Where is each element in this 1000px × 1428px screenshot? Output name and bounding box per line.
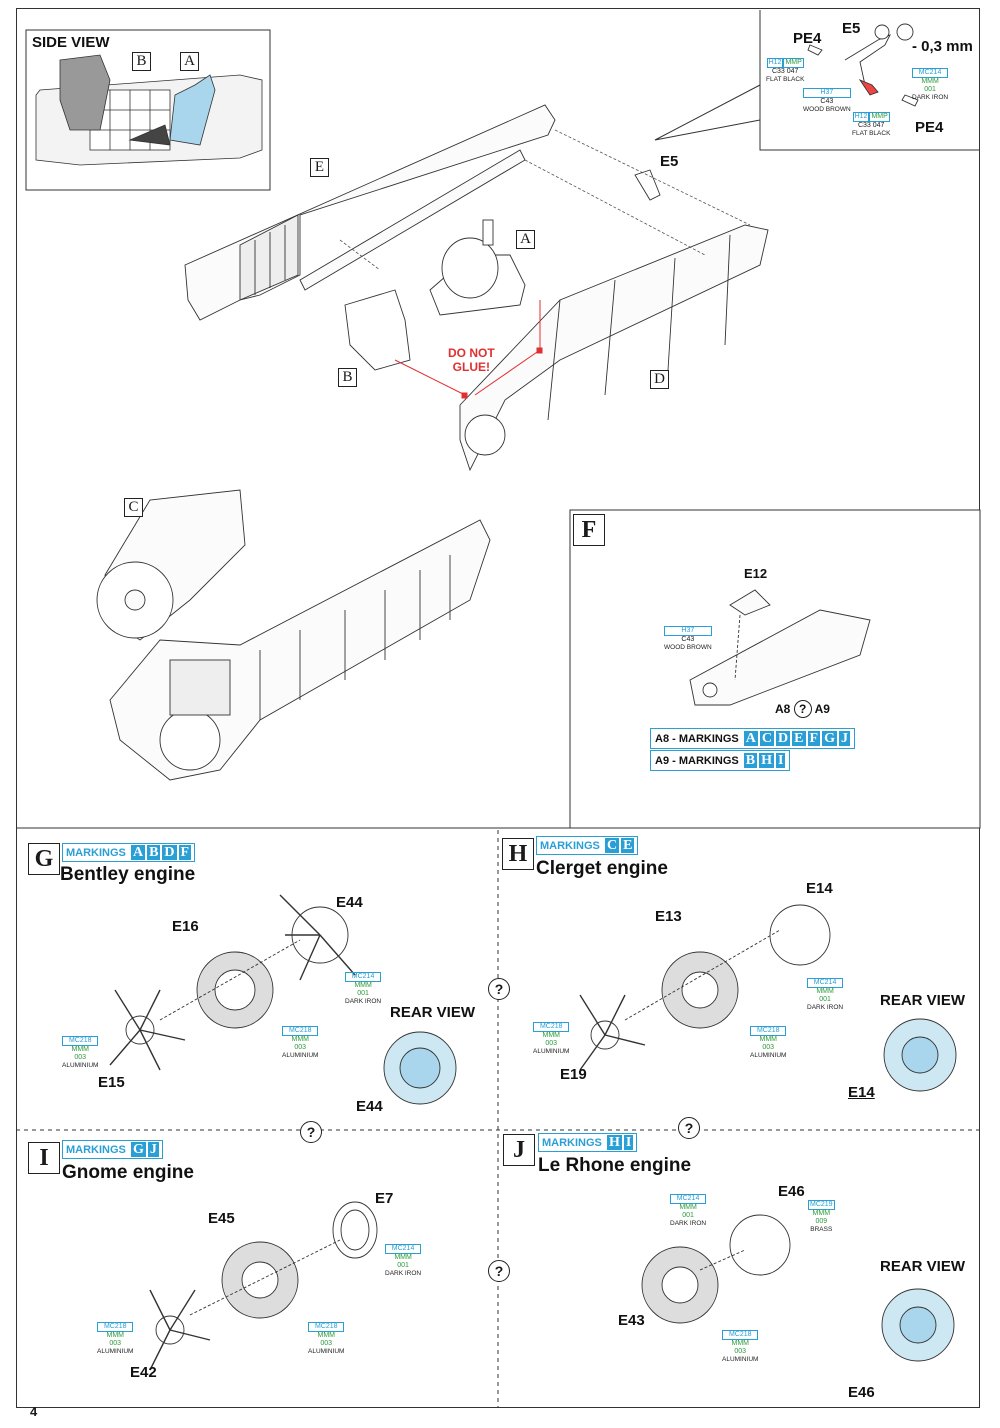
part-e7-label: E7 <box>375 1190 394 1207</box>
fuselage-label-d: D <box>650 370 669 389</box>
part-e45-label: E45 <box>208 1210 235 1227</box>
warning-line-1: DO NOT <box>448 346 495 360</box>
bentley-engine-drawing <box>109 894 457 1105</box>
part-e43-label: E43 <box>618 1312 645 1329</box>
instrument-panel-drawing <box>689 589 871 706</box>
fuselage-label-a: A <box>516 230 535 249</box>
detail-pe4-bottom: PE4 <box>915 119 944 136</box>
gnome-engine-title: Gnome engine <box>62 1162 194 1183</box>
page-number: 4 <box>30 1404 38 1419</box>
rear-part-e14-label: E14 <box>848 1084 875 1101</box>
detail-e5: E5 <box>842 20 861 37</box>
part-e14-label: E14 <box>806 880 833 897</box>
rear-part-e44-label: E44 <box>356 1098 383 1115</box>
question-mark-icon: ? <box>300 1121 322 1143</box>
detail-box <box>759 10 980 151</box>
choice-a8-a9: A8 ? A9 <box>775 700 830 718</box>
side-view-drawing <box>35 54 263 166</box>
rear-view-label-g: REAR VIEW <box>390 1004 476 1021</box>
section-c-label: C <box>124 498 143 517</box>
fuselage-label-e: E <box>310 158 329 177</box>
question-mark-icon: ? <box>488 1260 510 1282</box>
part-e16-label: E16 <box>172 918 199 935</box>
question-mark-icon: ? <box>488 978 510 1000</box>
detail-size: - 0,3 mm <box>912 38 973 55</box>
gnome-engine-drawing <box>149 1201 378 1371</box>
fuselage-label-b: B <box>338 368 357 387</box>
part-e13-label: E13 <box>655 908 682 925</box>
question-mark-icon: ? <box>678 1117 700 1139</box>
do-not-glue-lines <box>394 300 543 399</box>
section-h-label: H <box>502 838 534 870</box>
detail-pe4-top: PE4 <box>793 30 822 47</box>
clerget-engine-drawing <box>579 904 957 1092</box>
color-code-dark-iron: MC214 MMM 001 DARK IRON <box>912 68 949 101</box>
rear-view-label-h: REAR VIEW <box>880 992 966 1009</box>
clerget-engine-title: Clerget engine <box>536 858 668 879</box>
side-view-title: SIDE VIEW <box>32 34 110 51</box>
rear-part-e46-label: E46 <box>848 1384 875 1401</box>
section-j-label: J <box>503 1134 535 1166</box>
part-e44-label: E44 <box>336 894 363 911</box>
section-i-label: I <box>28 1142 60 1174</box>
question-mark-icon: ? <box>793 700 812 718</box>
part-e42-label: E42 <box>130 1364 157 1381</box>
assembly-guides <box>339 129 751 271</box>
color-code-wood-brown-f: H37 C43 WOOD BROWN <box>664 626 712 651</box>
side-view-label-b: B <box>132 52 151 71</box>
warning-line-2: GLUE! <box>452 360 490 374</box>
rear-view-label-j: REAR VIEW <box>880 1258 966 1275</box>
side-view-label-a: A <box>180 52 199 71</box>
fuselage-upper-drawing <box>184 104 769 472</box>
control-column-detail <box>807 23 919 107</box>
part-e19-label: E19 <box>560 1066 587 1083</box>
detail-pointer <box>654 84 761 141</box>
part-e12-label: E12 <box>744 566 768 581</box>
section-f-label: F <box>573 514 605 546</box>
le-rhone-engine-title: Le Rhone engine <box>538 1155 692 1176</box>
do-not-glue-warning: DO NOT GLUE! <box>448 346 495 374</box>
part-e15-label: E15 <box>98 1074 125 1091</box>
le-rhone-engine-drawing <box>641 1214 955 1362</box>
color-code-wood-brown: H37 C43 WOOD BROWN <box>803 88 851 113</box>
section-g-label: G <box>28 843 60 875</box>
bentley-engine-title: Bentley engine <box>60 864 196 885</box>
part-e5-label: E5 <box>660 153 679 170</box>
part-e46-label: E46 <box>778 1183 805 1200</box>
fuselage-assembled-drawing <box>96 489 491 781</box>
